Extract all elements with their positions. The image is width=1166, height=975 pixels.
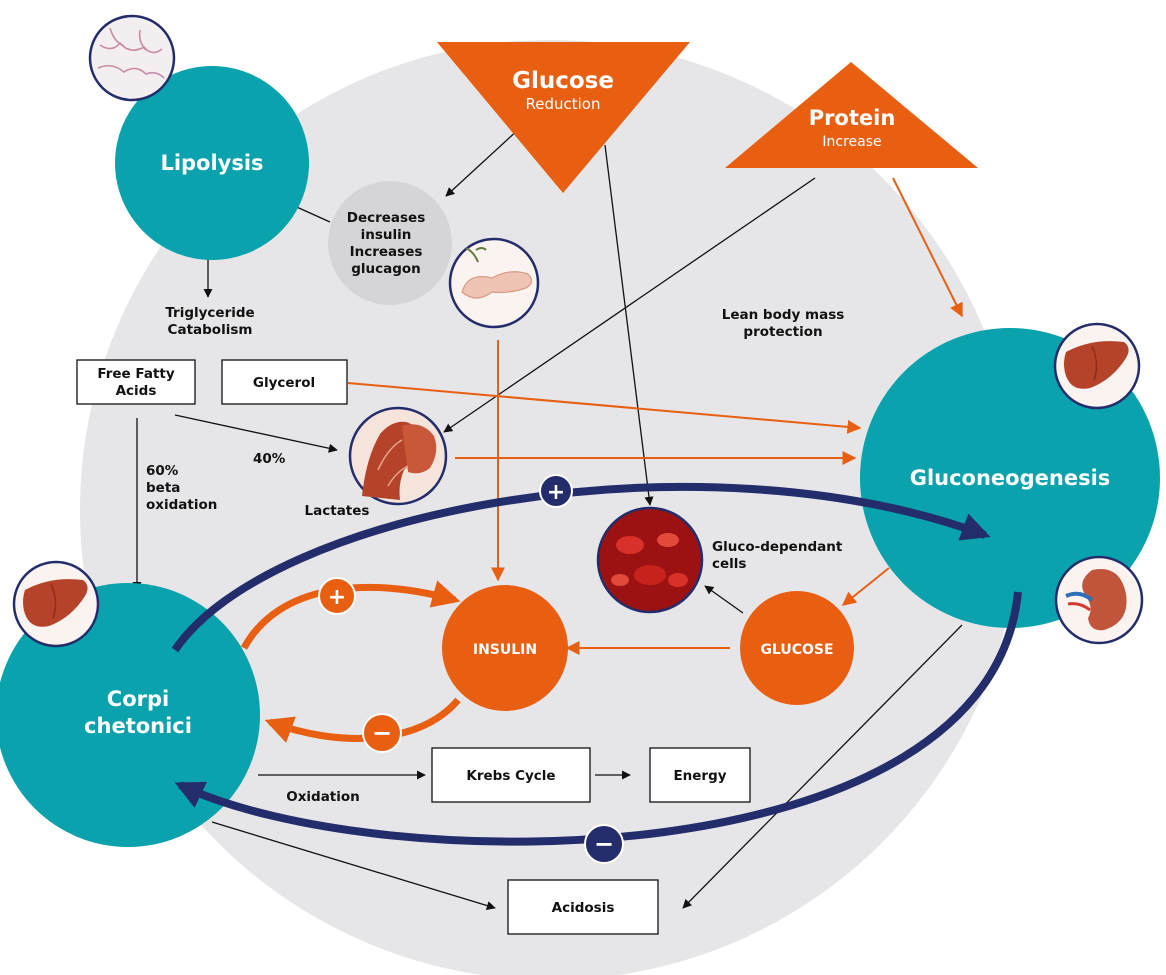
triglyceride-label-line1: Triglyceride — [165, 305, 254, 321]
energy-box — [649, 747, 751, 803]
arrow-gluconeogenesis-to-acidosis — [682, 624, 963, 909]
arrow-glucose-node-to-cells — [704, 585, 744, 614]
red-blood-cells-icon — [596, 506, 704, 614]
gluconeogenesis-label: Gluconeogenesis — [910, 466, 1111, 490]
sixty-percent-label-line2: beta — [146, 480, 180, 496]
protein-triangle — [725, 62, 978, 168]
protein-triangle-subtitle: Increase — [822, 134, 881, 150]
plus-badge: + — [539, 474, 573, 508]
glycerol-label: Glycerol — [253, 375, 315, 391]
background-disc — [80, 40, 1020, 975]
pancreas-effect-line2: insulin — [361, 227, 412, 243]
sixty-percent-label-line1: 60% — [146, 463, 179, 479]
krebs-cycle-label: Krebs Cycle — [466, 768, 555, 784]
pancreas-effect-line4: glucagon — [351, 261, 421, 277]
protein-triangle-title: Protein — [809, 106, 896, 130]
insulin-label: INSULIN — [473, 642, 537, 658]
plus-badge: + — [318, 577, 356, 615]
glucose-node — [740, 591, 854, 705]
oxidation-label: Oxidation — [286, 789, 360, 805]
pancreas-icon — [448, 237, 540, 329]
gluco-dependant-label-line2: cells — [712, 556, 746, 572]
arrow-glycerol-to-gluconeogenesis — [347, 382, 862, 434]
lactates-label: Lactates — [305, 503, 370, 519]
insulin-node — [442, 585, 568, 711]
navy-arrow-corpi-to-gluconeogenesis — [171, 482, 991, 653]
pancreas-effect-line3: Increases — [350, 244, 423, 260]
corpi-chetonici-label-line2: chetonici — [84, 714, 192, 738]
corpi-chetonici-node — [0, 583, 260, 847]
forty-percent-label: 40% — [253, 451, 286, 467]
lean-body-mass-label-line1: Lean body mass — [722, 307, 845, 323]
muscle-icon — [348, 406, 448, 506]
kidney-icon — [1054, 555, 1144, 645]
glucose-triangle — [437, 42, 690, 193]
adipose-tissue-icon — [88, 14, 176, 102]
energy-label: Energy — [673, 768, 726, 784]
arrow-protein-to-gluconeogenesis — [892, 177, 963, 318]
minus-badge-text: − — [372, 719, 392, 747]
free-fatty-acids-box — [76, 359, 196, 405]
minus-badge: − — [584, 824, 624, 864]
triglyceride-label-line2: Catabolism — [168, 322, 253, 338]
plus-badge-text: + — [328, 585, 346, 610]
free-fatty-acids-line2: Acids — [116, 383, 157, 399]
glucose-triangle-title: Glucose — [512, 68, 614, 94]
corpi-chetonici-label-line1: Corpi — [107, 687, 169, 711]
arrow-corpi-to-acidosis — [211, 821, 496, 910]
arrow-ffa-to-lactates — [174, 414, 338, 453]
plus-badge-text: + — [547, 480, 565, 505]
liver-icon — [12, 560, 100, 648]
pancreas-effect-node — [328, 181, 452, 305]
arrow-protein-to-lactates — [443, 177, 816, 433]
acidosis-box — [507, 879, 659, 935]
pancreas-effect-line1: Decreases — [347, 210, 426, 226]
liver-icon — [1053, 322, 1141, 410]
gluco-dependant-label-line1: Gluco-dependant — [712, 539, 843, 555]
glucose-triangle-subtitle: Reduction — [526, 95, 601, 113]
arrow-glucose-to-pancreas — [445, 127, 521, 197]
sixty-percent-label-line3: oxidation — [146, 497, 217, 513]
lean-body-mass-label-line2: protection — [743, 324, 822, 340]
navy-arrow-gluconeogenesis-to-corpi — [174, 591, 1022, 846]
lipolysis-node — [115, 66, 309, 260]
free-fatty-acids-line1: Free Fatty — [97, 366, 174, 382]
arrow-gluconeogenesis-to-glucose — [841, 567, 890, 606]
arrow-glucose-to-cells — [604, 144, 654, 506]
minus-badge: − — [362, 713, 402, 753]
krebs-cycle-box — [431, 747, 591, 803]
glucose-node-label: GLUCOSE — [760, 642, 833, 658]
minus-badge-text: − — [594, 830, 614, 858]
glycerol-box — [221, 359, 348, 405]
lipolysis-label: Lipolysis — [160, 151, 263, 175]
acidosis-label: Acidosis — [552, 900, 615, 916]
